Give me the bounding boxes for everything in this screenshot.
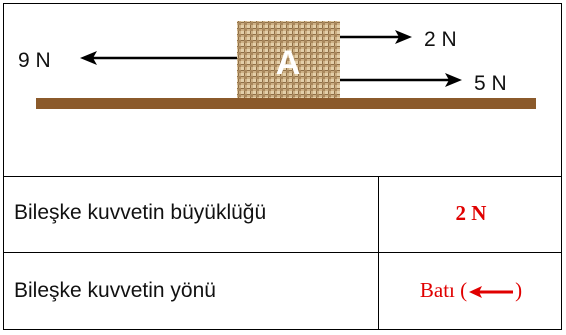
left-arrow-icon: [469, 286, 514, 299]
direction-close: ): [515, 278, 523, 302]
block-label: A: [276, 44, 301, 82]
force-label-5n: 5 N: [474, 72, 507, 95]
force-diagram: A 9 N 2 N 5 N: [18, 21, 536, 109]
resultant-direction-value: Batı (): [380, 278, 562, 303]
arrowhead-icon: [80, 51, 97, 65]
divider: [3, 118, 4, 176]
resultant-direction-label: Bileşke kuvvetin yönü: [14, 279, 216, 302]
arrowhead-icon: [445, 73, 462, 87]
divider: [3, 252, 562, 253]
force-label-9n: 9 N: [18, 49, 51, 72]
resultant-magnitude-value: 2 N: [455, 201, 487, 225]
arrowhead-icon: [395, 30, 412, 44]
column-divider: [378, 176, 379, 330]
resultant-magnitude-label: Bileşke kuvvetin büyüklüğü: [14, 201, 267, 224]
force-label-2n: 2 N: [424, 28, 457, 51]
direction-text: Batı (: [419, 278, 468, 302]
divider: [3, 176, 562, 177]
block-a: [237, 21, 340, 98]
ground-surface: [36, 98, 536, 109]
